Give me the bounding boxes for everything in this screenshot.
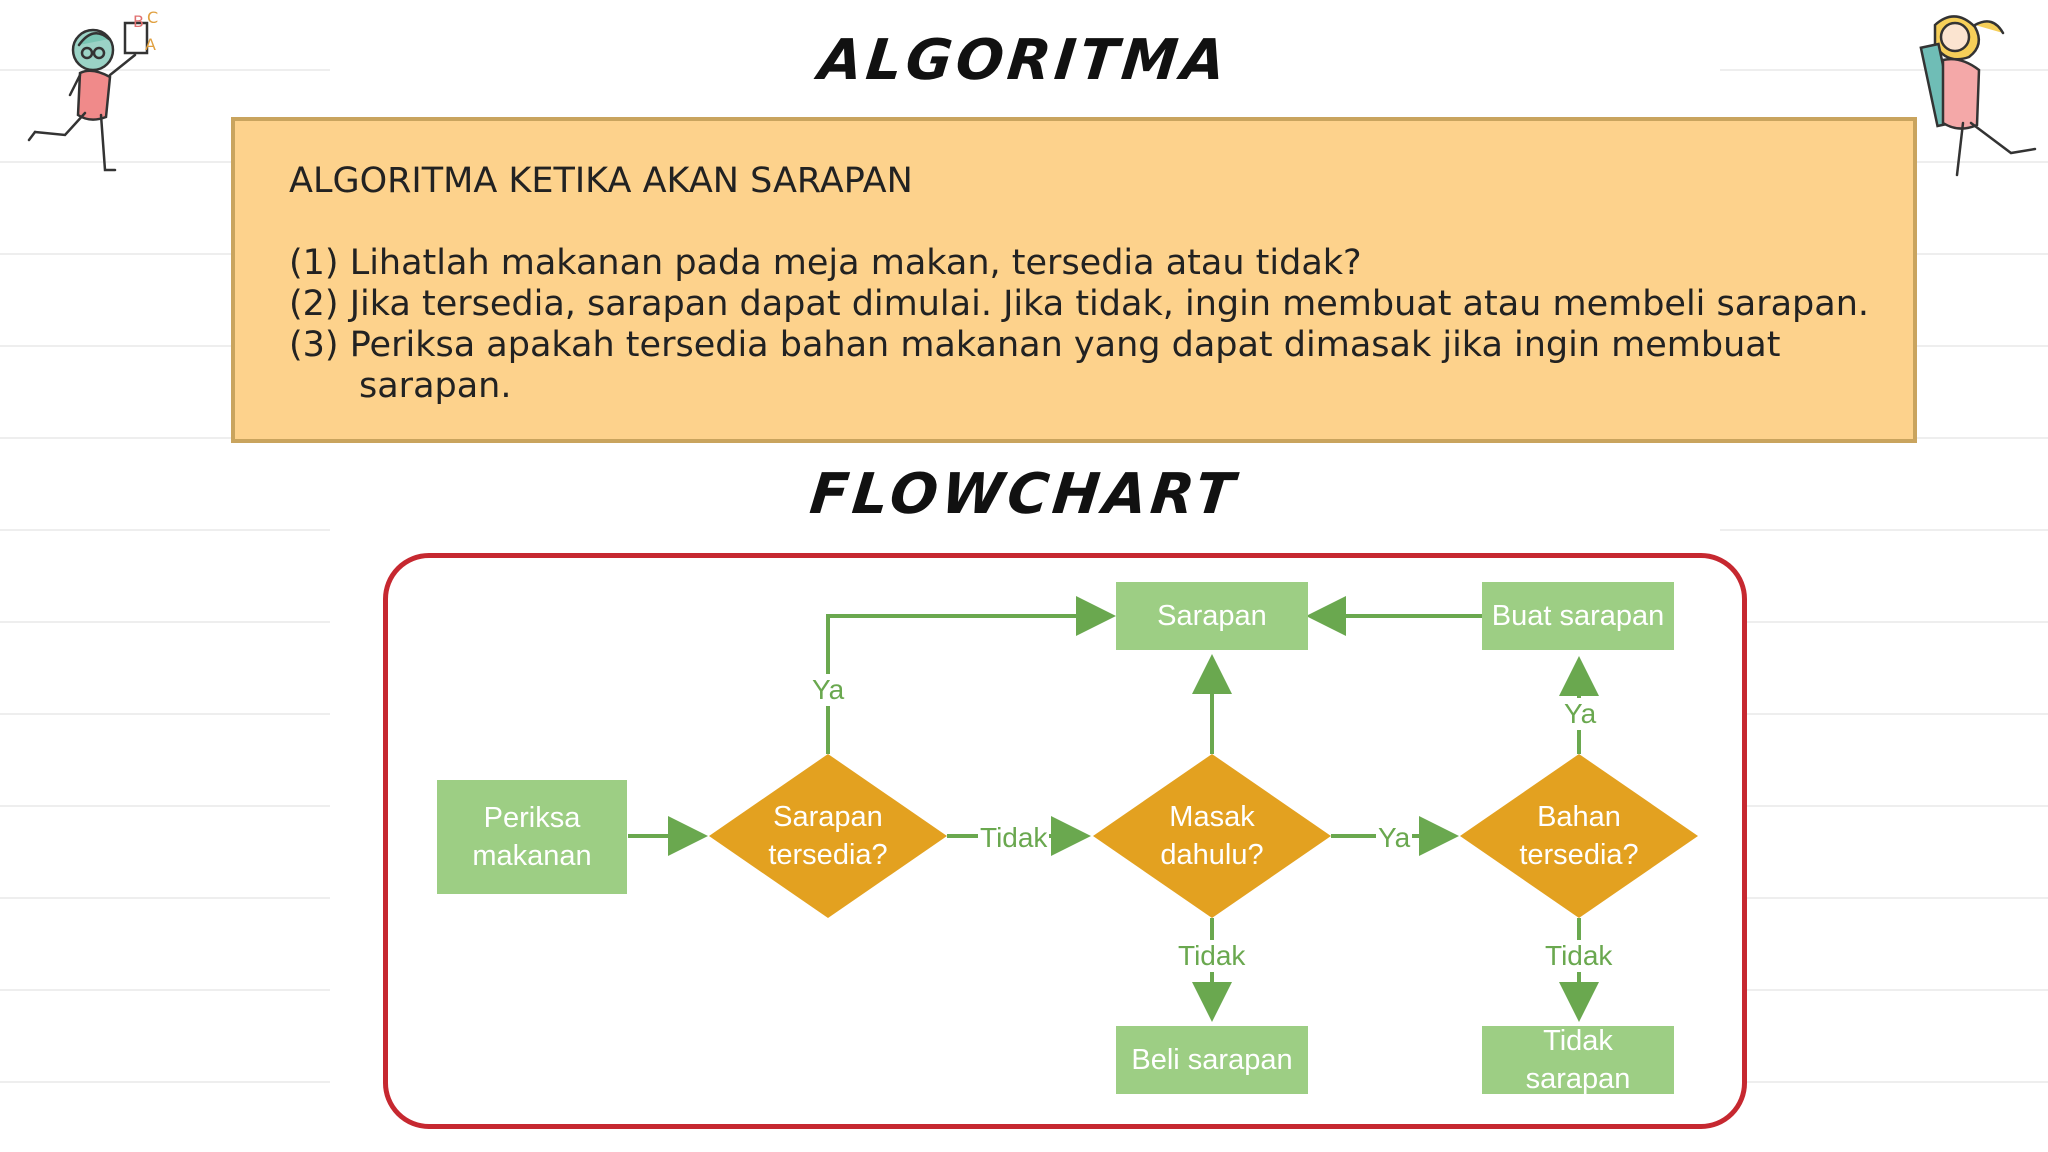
node-sarapan: Sarapan — [1116, 582, 1308, 650]
svg-text:B: B — [133, 12, 144, 31]
node-buat-sarapan: Buat sarapan — [1482, 582, 1674, 650]
algorithm-step: (1) Lihatlah makanan pada meja makan, te… — [289, 243, 1362, 283]
reading-kid-doodle: B C A — [27, 8, 158, 172]
decision-masak-dahulu: Masak dahulu? — [1160, 801, 1264, 871]
node-tidak-sarapan: Tidak sarapan — [1482, 1025, 1674, 1095]
algorithm-step: (3) Periksa apakah tersedia bahan makana… — [289, 325, 1781, 406]
decision-bahan-tersedia-shape — [1460, 754, 1698, 918]
node-periksa-makanan: Periksa makanan — [437, 780, 627, 894]
edge-label-ya-right: Ya — [1562, 698, 1599, 730]
edge-label-ya-mid: Ya — [1376, 822, 1413, 854]
algorithm-heading: ALGORITMA KETIKA AKAN SARAPAN — [289, 161, 913, 201]
edge-label-ya-top: Ya — [810, 674, 847, 706]
arrow-ya-to-sarapan — [826, 596, 1116, 754]
decision-bahan-tersedia: Bahan tersedia? — [1519, 801, 1639, 871]
node-beli-sarapan: Beli sarapan — [1116, 1026, 1308, 1094]
edge-label-tidak-masak: Tidak — [1176, 940, 1248, 972]
edge-label-tidak-mid: Tidak — [978, 822, 1050, 854]
algorithm-steps: (1) Lihatlah makanan pada meja makan, te… — [289, 243, 1909, 407]
decision-sarapan-tersedia: Sarapan tersedia? — [768, 801, 888, 871]
svg-text:C: C — [147, 8, 158, 27]
decision-sarapan-tersedia-shape — [709, 754, 947, 918]
algorithm-box: ALGORITMA KETIKA AKAN SARAPAN (1) Lihatl… — [231, 117, 1917, 443]
svg-text:A: A — [145, 35, 156, 54]
algorithm-step: (2) Jika tersedia, sarapan dapat dimulai… — [289, 284, 1870, 324]
decision-masak-dahulu-shape — [1093, 754, 1331, 918]
pencil-girl-doodle — [1919, 15, 2037, 177]
edge-label-tidak-bahan: Tidak — [1543, 940, 1615, 972]
